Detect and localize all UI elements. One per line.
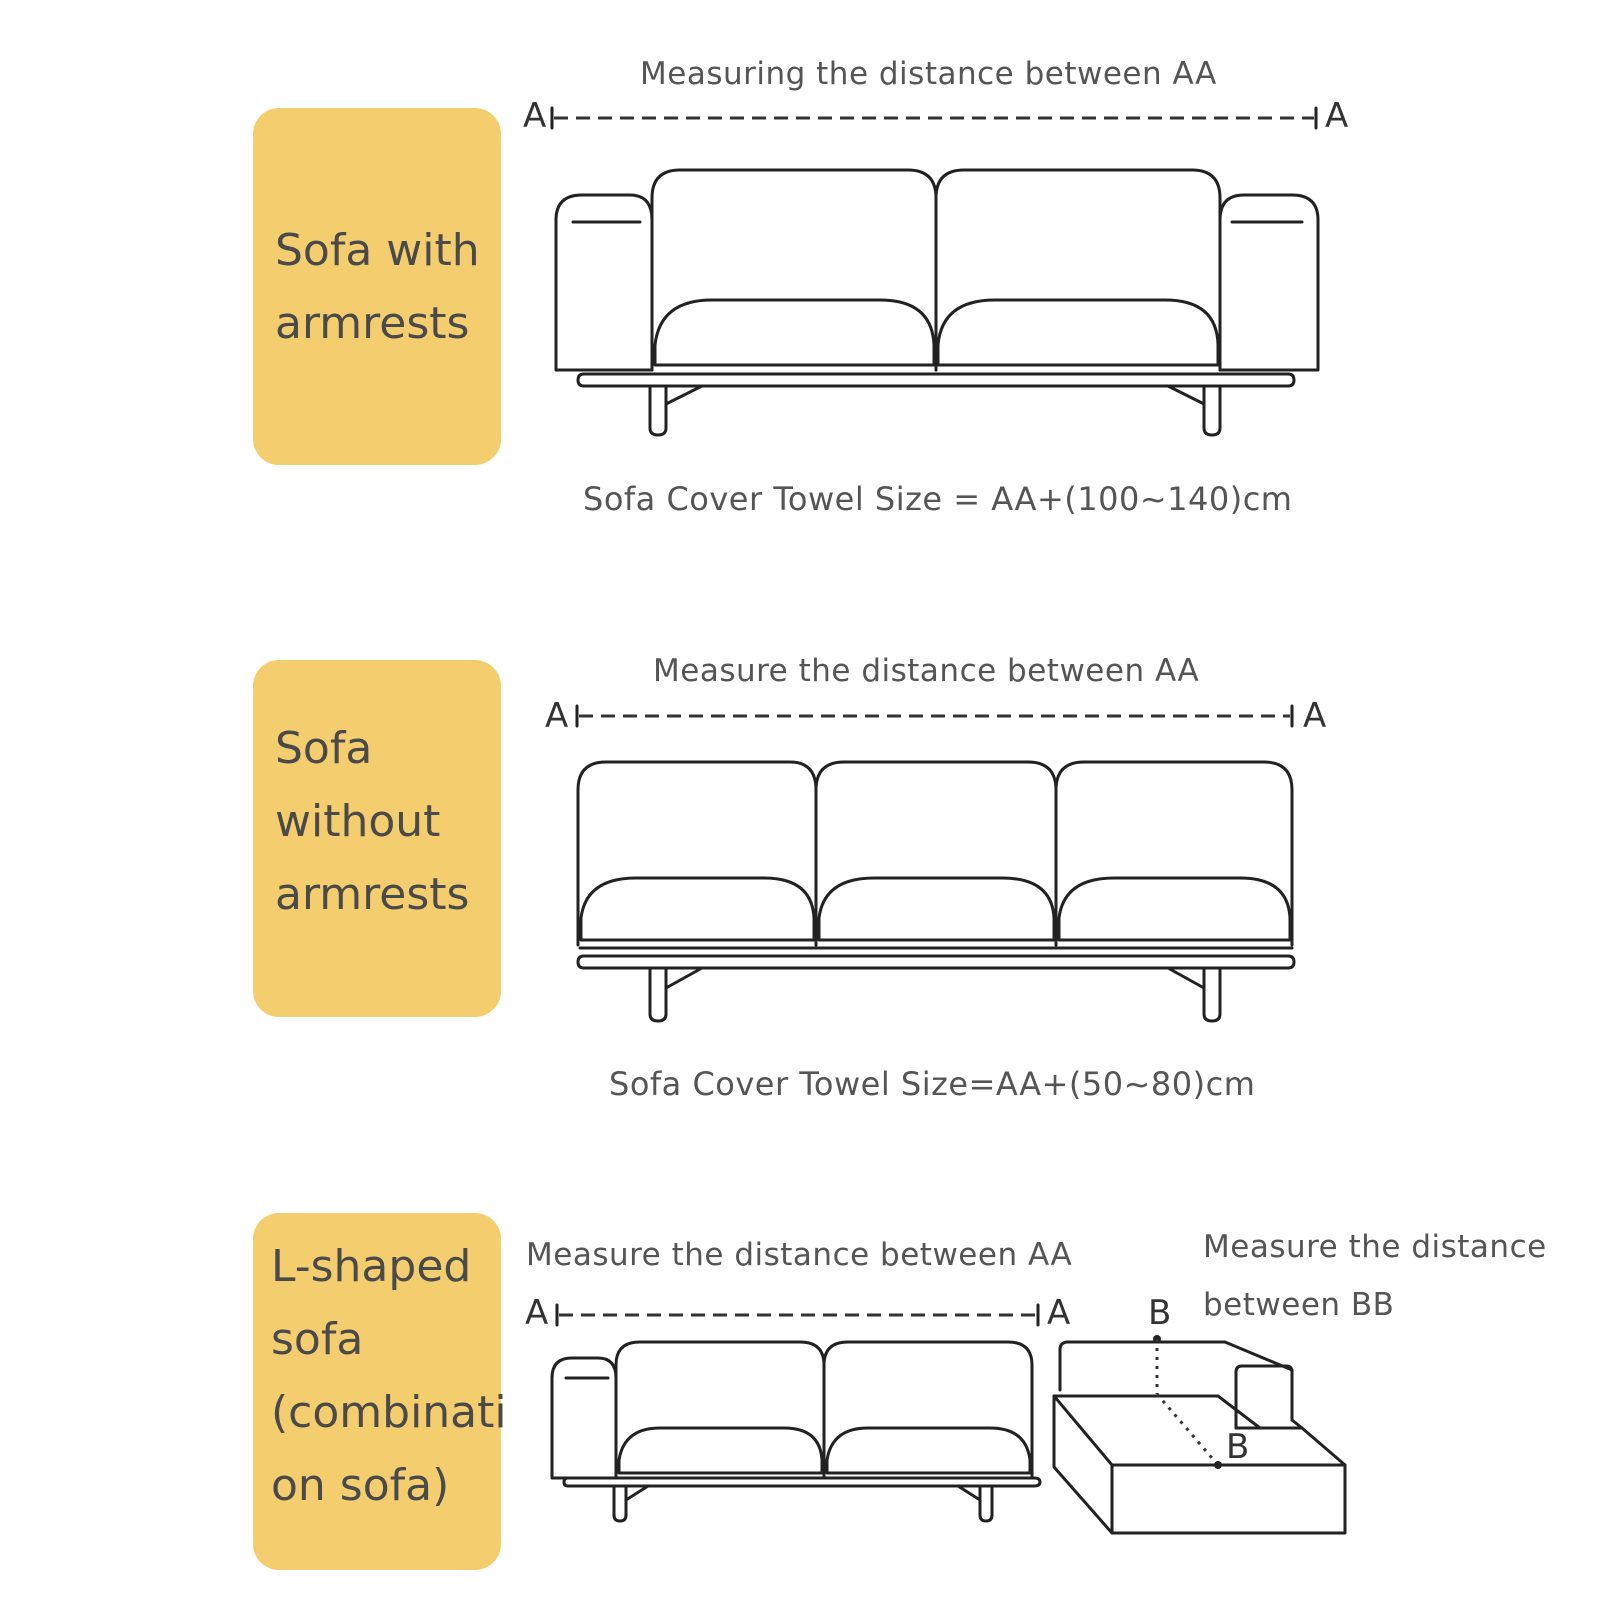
caption-l-shaped-bb: Measure the distance between BB [1203,1218,1547,1334]
label-line: armrests [275,869,470,920]
marker-a-left: A [525,1293,549,1333]
label-line: without [275,796,441,847]
marker-a-right: A [1047,1293,1071,1333]
label-box-l-shaped: L-shaped sofa (combinati on sofa) [253,1213,507,1570]
marker-a-left: A [545,696,569,736]
label-line: armrests [275,298,470,349]
marker-a-right: A [1325,96,1349,136]
label-box-no-armrests: Sofa without armrests [253,660,501,1017]
marker-a-right: A [1303,696,1327,736]
marker-b-top: B [1148,1293,1172,1333]
formula-armrests: Sofa Cover Towel Size = AA+(100~140)cm [583,480,1293,518]
label-line: on sofa) [271,1460,450,1511]
caption-line: Measure the distance [1203,1229,1547,1265]
label-line: sofa [271,1314,364,1365]
label-box-armrests: Sofa with armrests [253,108,501,465]
caption-l-shaped-aa: Measure the distance between AA [526,1237,1073,1273]
formula-no-armrests: Sofa Cover Towel Size=AA+(50~80)cm [609,1065,1256,1103]
label-line: (combinati [271,1387,507,1438]
label-line: Sofa with [275,225,480,276]
marker-a-left: A [523,96,547,136]
caption-armrests: Measuring the distance between AA [640,56,1217,92]
marker-b-bottom: B [1226,1427,1250,1467]
caption-line: between BB [1203,1287,1395,1323]
caption-no-armrests: Measure the distance between AA [653,653,1200,689]
label-line: L-shaped [271,1241,472,1292]
label-line: Sofa [275,723,373,774]
